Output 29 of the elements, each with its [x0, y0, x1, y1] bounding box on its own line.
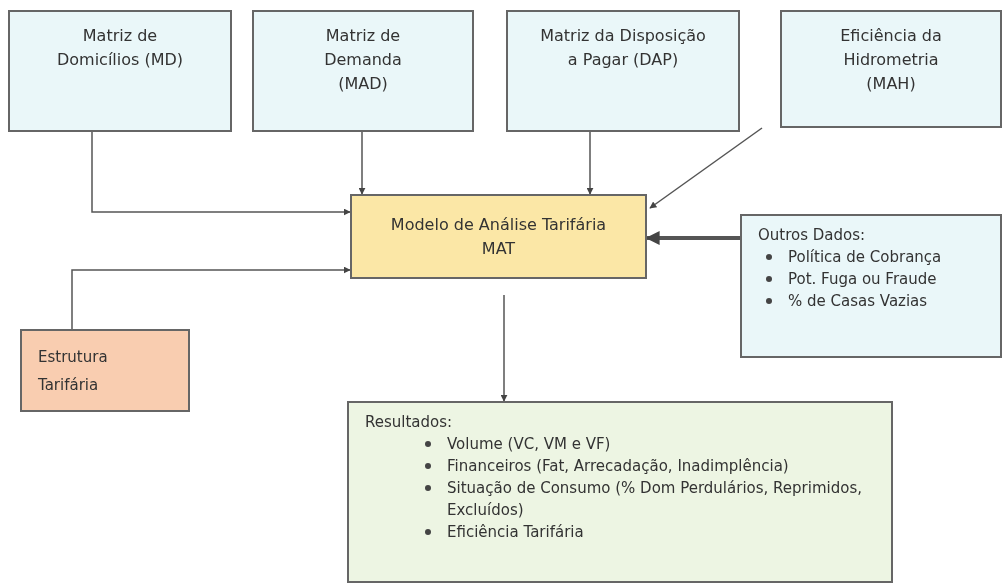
bullet-item: Situação de Consumo (% Dom Perdulários, Reprimidos, Excluídos): [421, 477, 875, 521]
bullet-item: Política de Cobrança: [762, 246, 984, 268]
arrow: [500, 294, 508, 402]
bullet-item: Pot. Fuga ou Fraude: [762, 268, 984, 290]
box-heading: Outros Dados:: [758, 225, 866, 246]
process-box: [252, 10, 474, 132]
bullet-item: Volume (VC, VM e VF): [421, 433, 875, 455]
arrow: [586, 131, 594, 195]
arrow: [358, 131, 366, 195]
box-label: Matriz de Domicílios (MD): [55, 25, 185, 71]
list-box: [347, 401, 893, 583]
box-label: Modelo de Análise Tarifária MAT: [389, 213, 608, 260]
process-box: [20, 329, 190, 412]
box-label: Estrutura Tarifária: [38, 347, 109, 396]
list-box: [740, 214, 1002, 358]
box-label: Eficiência da Hidrometria (MAH): [839, 25, 943, 95]
arrow: [71, 266, 351, 330]
arrow: [91, 131, 351, 216]
bullet-item: Financeiros (Fat, Arrecadação, Inadimplência): [421, 455, 875, 477]
process-box: [780, 10, 1002, 128]
process-box: [8, 10, 232, 132]
bullet-item: % de Casas Vazias: [762, 290, 984, 312]
process-box: [506, 10, 740, 132]
box-label: Matriz de Demanda (MAD): [323, 25, 403, 95]
box-label: Matriz da Disposição a Pagar (DAP): [539, 25, 707, 71]
bullet-item: Eficiência Tarifária: [421, 521, 875, 543]
arrow: [649, 127, 763, 209]
process-box: [350, 194, 647, 279]
box-heading: Resultados:: [365, 412, 453, 433]
